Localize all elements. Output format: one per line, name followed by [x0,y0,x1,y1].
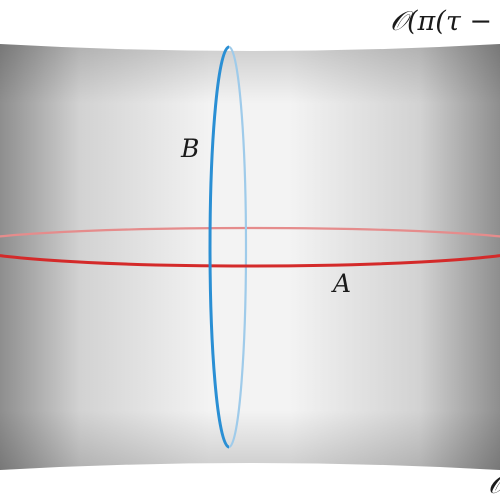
torus-surface-shade [0,44,500,470]
cycle-a-label: A [331,269,351,298]
cycle-b-front-arc [208,45,230,449]
operator-bottom-label: 𝒪 [488,469,500,500]
cycle-b-label: B [180,134,199,163]
cycle-a-back-arc [0,226,500,238]
cycle-b-back-arc [228,45,248,449]
cycle-a-front-arc [0,254,500,268]
operator-top-label: 𝒪(π(τ − [390,6,492,37]
